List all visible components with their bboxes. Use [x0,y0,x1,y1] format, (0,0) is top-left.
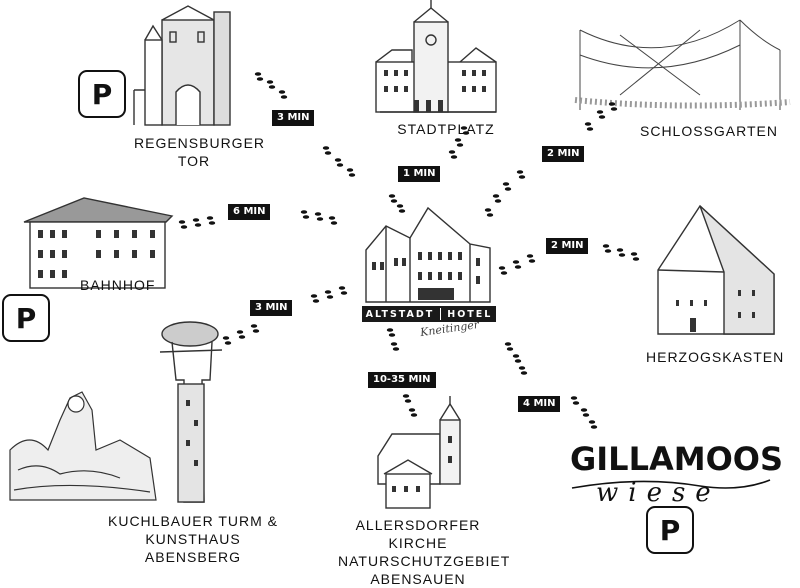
hotel-name-right: HOTEL [447,308,493,320]
herzogskasten-sketch-icon [657,204,775,335]
label-schlossgarten: SCHLOSSGARTEN [640,123,778,139]
hotel-name-bar: ALTSTADT HOTEL [362,306,496,322]
bahnhof-sketch-icon [23,197,174,289]
allersdorfer-church-icon [377,396,461,509]
gillamoos-subtitle: wiese [596,478,721,508]
time-badge-kuchlbauer: 3 MIN [250,300,293,316]
time-badge-schlossgarten: 2 MIN [542,146,585,162]
hotel-name-separator [440,308,442,320]
parking-icon: P [78,70,126,118]
time-badge-herzogskasten: 2 MIN [546,238,589,254]
schlossgarten-string-lights-icon [574,19,791,110]
gillamoos-title: GILLAMOOS [570,440,784,478]
label-bahnhof: BAHNHOF [80,277,156,293]
time-badge-allersdorfer: 10-35 MIN [368,372,436,388]
regensburger-tor-sketch-icon [133,5,231,126]
time-badge-regensburger-tor: 3 MIN [272,110,315,126]
hotel-name-left: ALTSTADT [365,308,435,320]
label-kuchlbauer: KUCHLBAUER TURM & KUNSTHAUS ABENSBERG [108,513,278,565]
time-badge-gillamoos: 4 MIN [518,396,561,412]
label-herzogskasten: HERZOGSKASTEN [646,349,785,365]
label-stadtplatz: STADTPLATZ [397,121,495,137]
kunsthaus-sketch-icon [9,391,157,501]
stadtplatz-sketch-icon [375,0,497,113]
label-regensburger-tor: REGENSBURGER TOR [134,135,266,169]
gillamoos-underline [571,479,771,489]
time-badge-stadtplatz: 1 MIN [398,166,441,182]
altstadt-hotel-building-icon [365,206,491,303]
parking-icon: P [2,294,50,342]
kuchlbauer-tower-icon [159,321,223,503]
label-allersdorfer: ALLERSDORFER KIRCHE NATURSCHUTZGEBIET AB… [338,517,511,587]
time-badge-bahnhof: 6 MIN [228,204,271,220]
parking-icon: P [646,506,694,554]
